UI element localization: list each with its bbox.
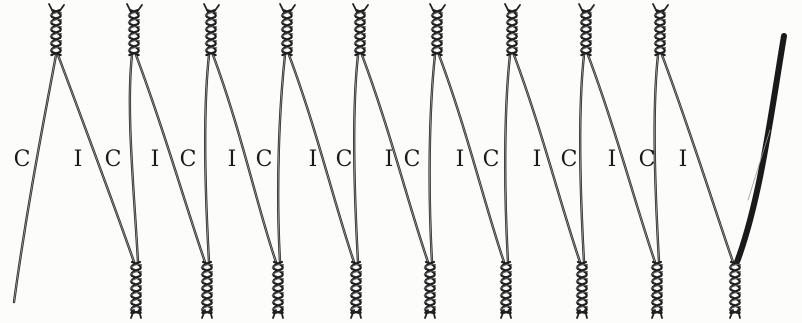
top-tip-a-7 bbox=[505, 4, 509, 12]
top-tip-a-6 bbox=[430, 4, 434, 12]
top-tip-a-3 bbox=[204, 4, 208, 12]
top-tip-b-1 bbox=[59, 5, 64, 12]
top-tip-b-2 bbox=[137, 5, 142, 12]
top-tip-b-8 bbox=[589, 5, 594, 12]
top-tip-b-3 bbox=[214, 5, 219, 12]
top-junction-2 bbox=[128, 10, 140, 55]
wire-label-11: C bbox=[404, 147, 421, 172]
copper-wire-4 bbox=[278, 55, 285, 262]
bottom-junction-6 bbox=[500, 262, 512, 313]
top-tip-a-2 bbox=[127, 4, 131, 12]
bottom-junction-4 bbox=[350, 262, 362, 313]
wire-label-13: C bbox=[483, 147, 500, 172]
top-tip-a-8 bbox=[579, 4, 583, 12]
bottom-junction-2 bbox=[201, 262, 213, 313]
top-junction-3 bbox=[205, 10, 217, 55]
wire-label-4: I bbox=[151, 147, 160, 172]
bottom-junction-9 bbox=[729, 262, 741, 313]
copper-wire-2 bbox=[130, 55, 138, 262]
wire-label-1: C bbox=[14, 147, 31, 172]
wire-label-7: C bbox=[256, 147, 273, 172]
top-junction-7 bbox=[506, 10, 518, 55]
top-junction-4 bbox=[281, 10, 293, 55]
wire-label-16: I bbox=[608, 147, 617, 172]
top-tip-b-6 bbox=[440, 5, 445, 12]
top-junction-9 bbox=[654, 10, 666, 55]
top-tip-b-4 bbox=[290, 5, 295, 12]
wire-label-14: I bbox=[533, 147, 542, 172]
top-tip-b-7 bbox=[515, 5, 520, 12]
wire-label-6: I bbox=[228, 147, 237, 172]
top-tip-a-4 bbox=[280, 4, 284, 12]
wire-label-9: C bbox=[336, 147, 353, 172]
wire-label-15: C bbox=[561, 147, 578, 172]
top-tip-b-5 bbox=[363, 5, 368, 12]
bottom-junction-7 bbox=[576, 262, 588, 313]
top-junction-5 bbox=[354, 10, 366, 55]
start-wire bbox=[14, 55, 56, 302]
wire-label-3: C bbox=[105, 147, 122, 172]
top-tip-b-9 bbox=[663, 5, 668, 12]
end-wire bbox=[737, 36, 784, 262]
top-junction-1 bbox=[50, 10, 62, 55]
wire-label-5: C bbox=[180, 147, 197, 172]
top-tip-a-9 bbox=[653, 4, 657, 12]
wire-label-12: I bbox=[456, 147, 465, 172]
top-tip-a-5 bbox=[353, 4, 357, 12]
top-tip-a-1 bbox=[49, 4, 53, 12]
top-junction-8 bbox=[580, 10, 592, 55]
top-junction-6 bbox=[431, 10, 443, 55]
bottom-junction-1 bbox=[130, 262, 142, 313]
wire-label-8: I bbox=[309, 147, 318, 172]
wire-label-10: I bbox=[385, 147, 394, 172]
bottom-junction-5 bbox=[424, 262, 436, 313]
wire-label-17: C bbox=[639, 147, 656, 172]
bottom-junction-8 bbox=[651, 262, 663, 313]
wire-label-18: I bbox=[679, 147, 688, 172]
wire-label-2: I bbox=[74, 147, 83, 172]
bottom-junction-3 bbox=[272, 262, 284, 313]
